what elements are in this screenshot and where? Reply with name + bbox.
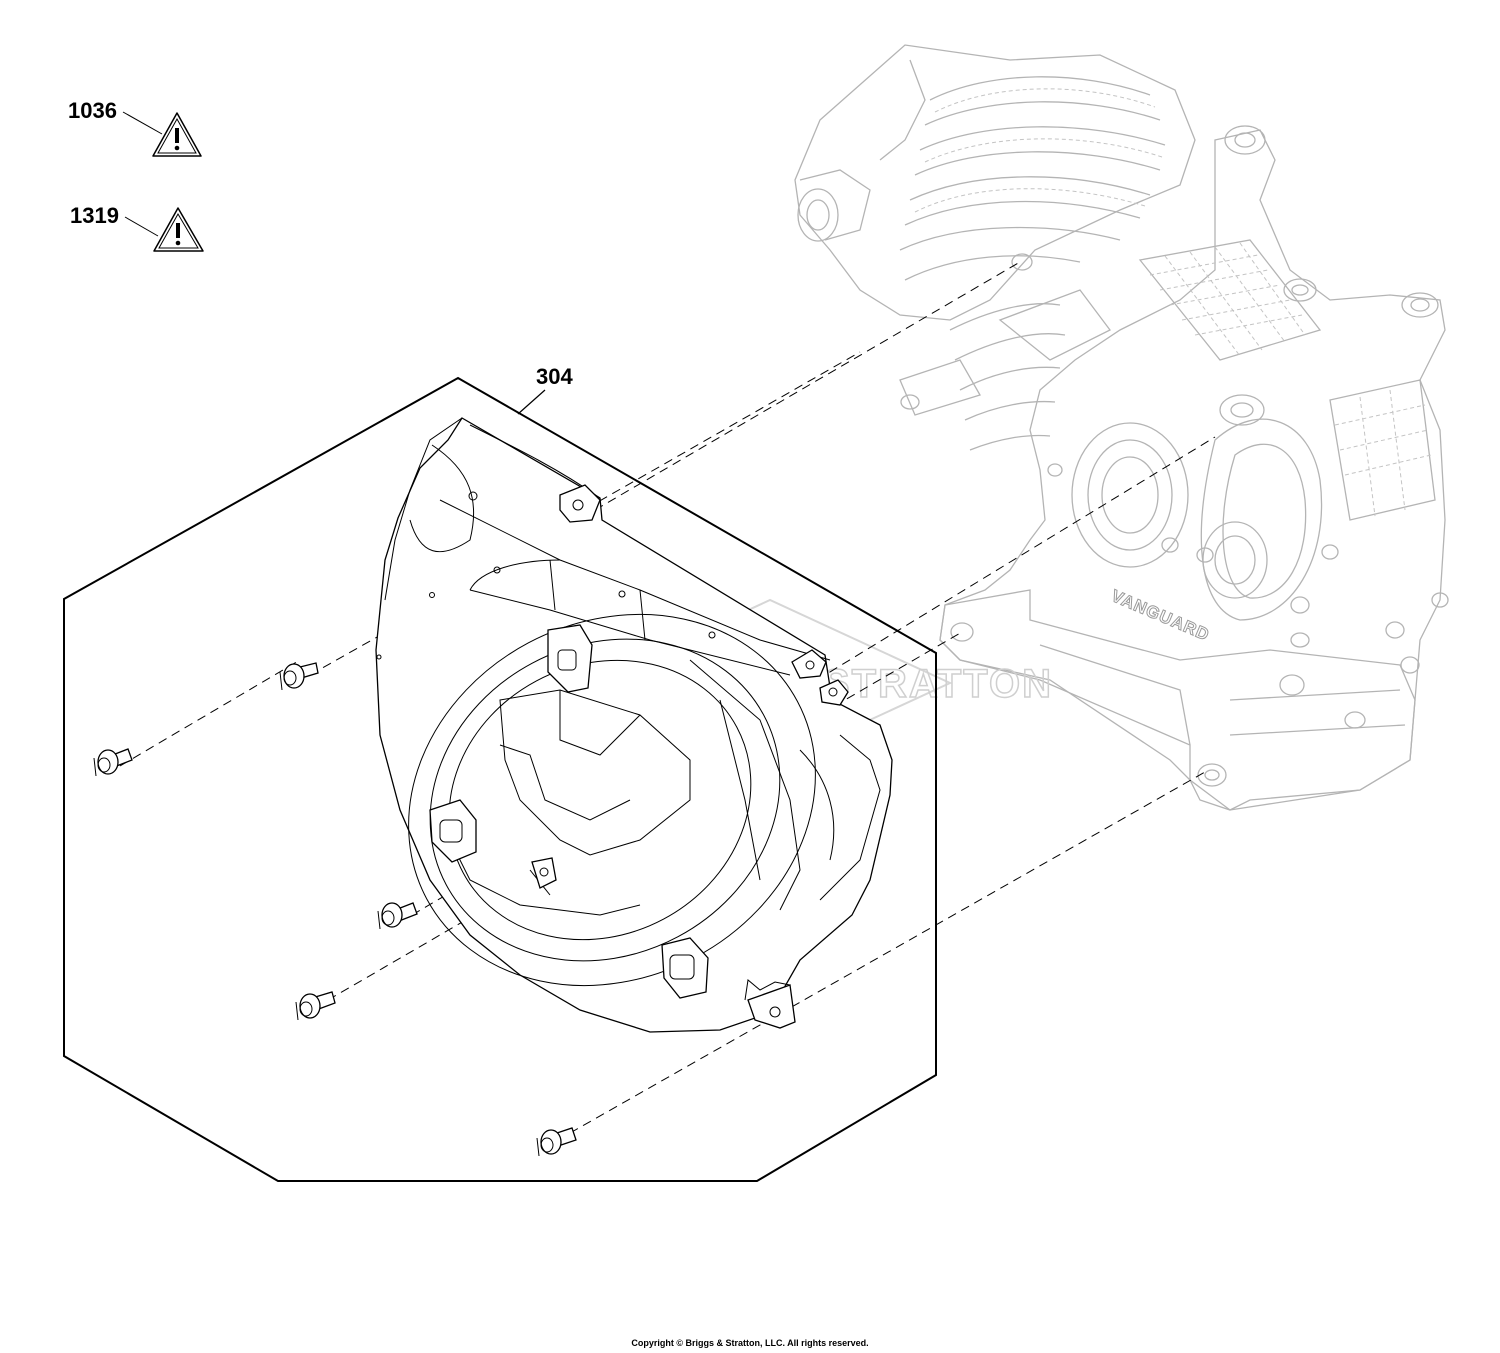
screw-3[interactable] bbox=[377, 902, 418, 930]
callout-label-1036: 1036 bbox=[68, 98, 117, 123]
callout-label-304: 304 bbox=[536, 364, 573, 389]
callout-304[interactable]: 304 bbox=[517, 364, 573, 415]
copyright-notice: Copyright © Briggs & Stratton, LLC. All … bbox=[631, 1338, 869, 1348]
exploded-view-boundary bbox=[63, 376, 937, 1182]
callout-1319[interactable]: 1319 bbox=[70, 203, 204, 252]
screw-1[interactable] bbox=[279, 662, 319, 691]
warning-triangle-icon bbox=[153, 207, 204, 252]
engine-brand-label: VANGUARD bbox=[1108, 586, 1212, 645]
cooling-fins bbox=[899, 76, 1166, 451]
callout-1036[interactable]: 1036 bbox=[68, 98, 202, 157]
callout-label-1319: 1319 bbox=[70, 203, 119, 228]
screw-2[interactable] bbox=[93, 748, 133, 777]
blower-housing[interactable] bbox=[343, 417, 893, 1056]
blower-housing-outer bbox=[375, 417, 893, 1033]
crankcase-grid bbox=[1138, 239, 1436, 521]
screw-4[interactable] bbox=[295, 991, 336, 1021]
warning-triangle-icon bbox=[152, 112, 202, 157]
screw-5[interactable] bbox=[536, 1127, 577, 1157]
